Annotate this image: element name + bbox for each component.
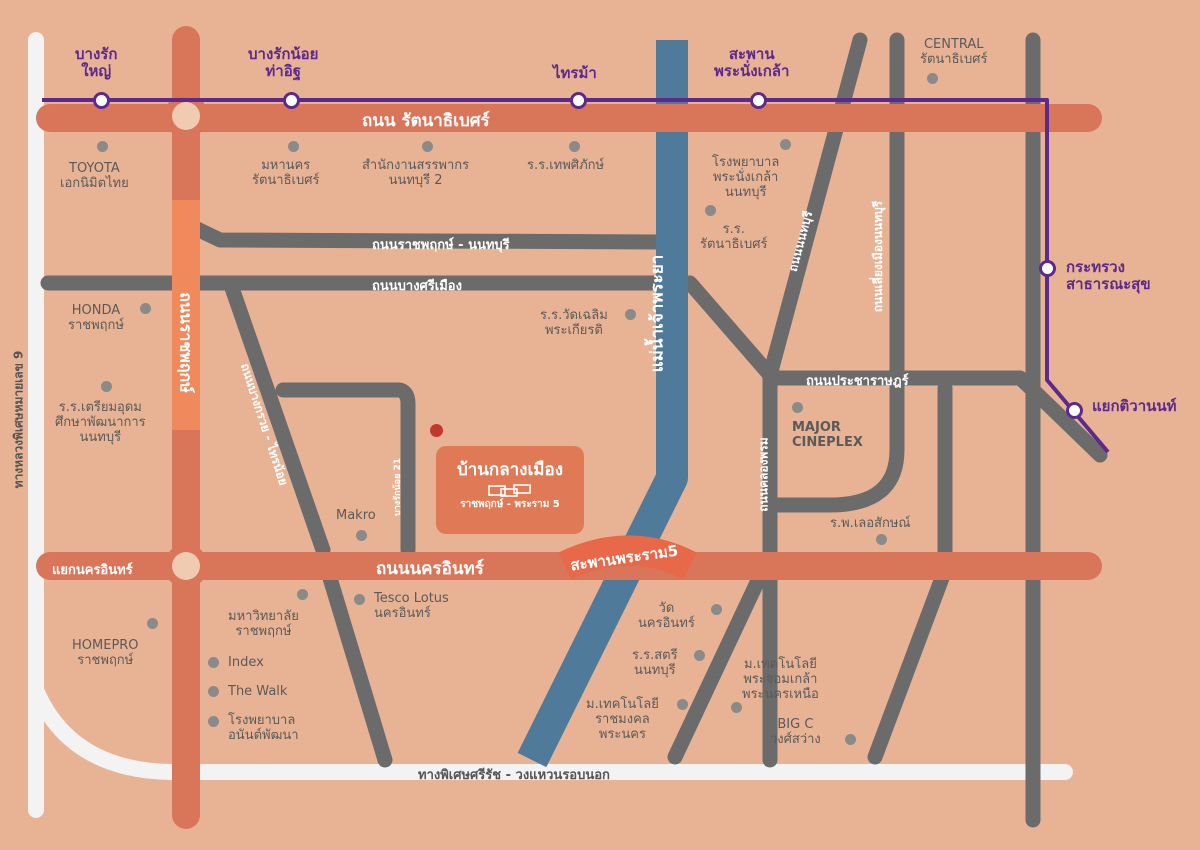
poi-dot [677,699,688,710]
road-label-bang-si-mueang: ถนนบางศรีเมือง [372,279,462,294]
poi-wat-nakhon-in: วัด นครอินทร์ [638,601,695,631]
station-dot [1066,402,1083,419]
poi-dot [927,73,938,84]
station-dot [283,92,300,109]
road-label-highway-9: ทางหลวงพิเศษหมายเลข 9 [11,350,26,489]
station-yaek-tiwanon: แยกติวานนท์ [1092,397,1177,415]
poi-mahanakorn: มหานคร รัตนาธิเบศร์ [252,158,320,188]
poi-dot [356,530,367,541]
project-name: บ้านกลางเมือง [456,460,564,480]
ratchaphruek-nonthaburi-road [187,220,668,250]
road-label-kanchanaphisek: ทางพิเศษศรีรัช - วงแหวนรอบนอก [418,768,610,783]
poi-makro: Makro [336,508,376,523]
poi-dot [705,205,716,216]
poi-dot [780,139,791,150]
poi-dot [694,650,705,661]
poi-dot [731,702,742,713]
poi-dot [711,604,722,615]
station-saphan-phra-nang-klao: สะพาน พระนั่งเกล้า [714,45,790,80]
road-label-nakhon-in: ถนนนครอินทร์ [376,559,484,579]
poi-lertsakul: ร.พ.เลอสักษณ์ [830,516,911,531]
poi-anantapat-hospital: โรงพยาบาล อนันต์พัฒนา [228,713,299,743]
station-bang-rak-yai: บางรัก ใหญ่ [75,45,118,80]
poi-ratchaphruek-univ: มหาวิทยาลัย ราชพฤกษ์ [228,609,299,639]
road-label-liang-mueang: ถนนเลี่ยงเมืองนนทบุรี [871,200,886,313]
station-dot [93,92,110,109]
poi-wat-chaloem: ร.ร.วัดเฉลิม พระเกียรติ [540,308,608,338]
project-subtitle: ราชพฤกษ์ - พระราม 5 [460,499,560,510]
poi-central: CENTRAL รัตนาธิเบศร์ [920,37,988,67]
poi-dot [97,141,108,152]
road-label-prachachuen: ถนนประชาราษฎร์ [806,374,909,389]
poi-major: MAJOR CINEPLEX [792,420,863,450]
station-bang-rak-noi: บางรักน้อย ท่าอิฐ [248,45,319,80]
poi-dot [147,618,158,629]
station-ministry-public-health: กระทรวง สาธารณะสุข [1066,258,1151,293]
poi-dot [101,381,112,392]
poi-tesco: Tesco Lotus นครอินทร์ [374,591,449,621]
project-logo-icon [488,484,531,497]
poi-revenue-office: สำนักงานสรรพากร นนทบุรี 2 [362,158,470,188]
road-label-rattanathibet: ถนน รัตนาธิเบศร์ [362,111,490,131]
poi-dot [297,589,308,600]
road-label-chao-phraya: แม่น้ำเจ้าพระยา [647,254,668,373]
poi-triam-udom: ร.ร.เตรียมอุดม ศึกษาพัฒนาการ นนทบุรี [55,400,146,445]
poi-dot [625,309,636,320]
station-sai-ma: ไทรม้า [553,64,597,82]
poi-dot [354,594,365,605]
road-label-yaek-nakhon-in: แยกนครอินทร์ [52,563,133,578]
road-label-khlong-phrom: ถนนคลองพรม [756,437,771,512]
poi-toyota: TOYOTA เอกนิมิตไทย [60,161,129,191]
poi-rmut-suvarnabhumi: ม.เทคโนโลยี ราชมงคล พระนคร [586,697,659,742]
poi-homepro: HOMEPRO ราชพฤกษ์ [72,638,139,668]
poi-the-walk: The Walk [228,684,288,699]
interchange-north-inner [172,102,200,130]
soi-21-road [275,382,416,558]
bang-si-mueang-road [40,275,778,383]
poi-dot [140,303,151,314]
project-location-pin[interactable] [430,424,443,437]
poi-honda: HONDA ราชพฤกษ์ [68,303,124,333]
poi-rmutp-north: ม.เทคโนโลยี พระจอมเกล้า พระนครเหนือ [742,657,819,702]
poi-dot [845,734,856,745]
station-dot [750,92,767,109]
south-left-road [315,547,393,768]
poi-bigc: BIG C วงศ์สว่าง [770,717,821,747]
poi-dot [208,716,219,727]
poi-phra-nang-klao-hospital: โรงพยาบาล พระนั่งเกล้า นนทบุรี [712,155,780,200]
south-mid-road [667,547,778,765]
phra-ram-5-bridge [558,535,697,580]
poi-dot [792,402,803,413]
poi-thep-sikhok: ร.ร.เทพศิภักษ์ [527,158,605,173]
bang-kruai-sai-noi-road [224,280,331,558]
poi-dot [208,686,219,697]
liang-mueang-road [767,32,905,513]
road-label-soi-21: บางรักน้อย 21 [392,458,403,516]
chao-phraya-river [517,40,688,768]
interchange-south-inner [172,552,200,580]
poi-dot [876,534,887,545]
poi-dot [422,141,433,152]
poi-rattanathibet-school: ร.ร. รัตนาธิเบศร์ [700,222,768,252]
poi-dot [208,657,219,668]
project-card[interactable]: บ้านกลางเมือง ราชพฤกษ์ - พระราม 5 [436,446,584,534]
road-label-ratchaphruek-nonthaburi: ถนนราชพฤกษ์ - นนทบุรี [372,238,510,253]
station-dot [570,92,587,109]
road-label-ratchaphruek: ถนนราชพฤกษ์ [176,292,196,393]
poi-dot [288,141,299,152]
station-dot [1039,260,1056,277]
poi-satri-school: ร.ร.สตรี นนทบุรี [632,648,678,678]
poi-dot [569,141,580,152]
kanchanaphisek-road [28,682,1073,780]
poi-index: Index [228,655,264,670]
